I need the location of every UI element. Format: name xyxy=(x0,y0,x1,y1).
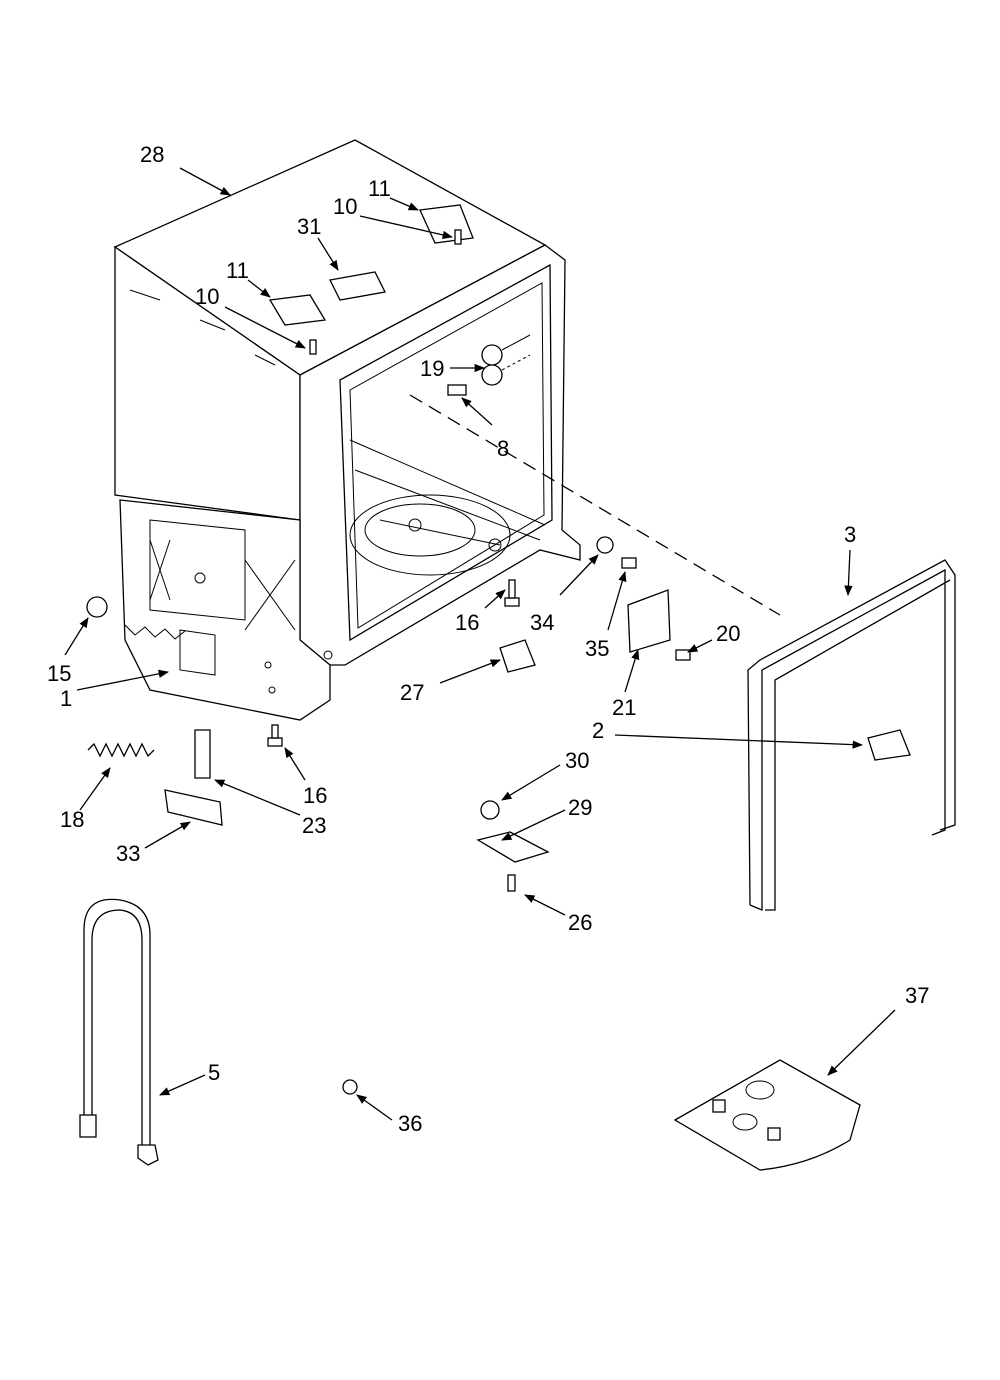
leader-lines xyxy=(64,167,896,1121)
part-label: 5 xyxy=(208,1060,220,1085)
part-label: 16 xyxy=(455,610,479,635)
part-label: 20 xyxy=(716,621,740,646)
parts-bag-icon xyxy=(673,1059,861,1171)
part-label: 2 xyxy=(592,718,604,743)
latch-part-icon xyxy=(867,729,911,761)
part-label: 21 xyxy=(612,695,636,720)
strip-part-icon xyxy=(194,729,211,779)
door-gasket-icon xyxy=(749,568,951,911)
part-label: 29 xyxy=(568,795,592,820)
part-label: 16 xyxy=(303,783,327,808)
clip-part-icon xyxy=(499,639,536,673)
part-label: 10 xyxy=(195,284,219,309)
drain-hose-icon xyxy=(83,898,151,1150)
part-label: 23 xyxy=(302,813,326,838)
part-label: 28 xyxy=(140,142,164,167)
part-label: 18 xyxy=(60,807,84,832)
pad-part-icon xyxy=(164,789,223,826)
switch-bracket-icon xyxy=(476,800,550,892)
part-label: 37 xyxy=(905,983,929,1008)
part-label: 11 xyxy=(226,258,249,283)
part-label: 11 xyxy=(368,176,391,201)
part-label: 36 xyxy=(398,1111,422,1136)
vent-part-icon xyxy=(329,271,386,301)
part-label: 27 xyxy=(400,680,424,705)
part-label: 34 xyxy=(530,610,554,635)
part-label: 33 xyxy=(116,841,140,866)
part-label: 31 xyxy=(297,214,321,239)
part-label: 26 xyxy=(568,910,592,935)
screw-part-icon xyxy=(621,557,637,569)
part-label: 19 xyxy=(420,356,444,381)
part-label: 35 xyxy=(585,636,609,661)
roller-part-icon xyxy=(447,334,531,396)
screw-part-icon xyxy=(309,229,462,355)
dishwasher-tub xyxy=(113,139,581,721)
gear-part-icon xyxy=(596,536,614,554)
part-label: 15 xyxy=(47,661,71,686)
part-label: 3 xyxy=(844,522,856,547)
part-label: 10 xyxy=(333,194,357,219)
part-label: 1 xyxy=(60,686,72,711)
part-label: 30 xyxy=(565,748,589,773)
spring-icon xyxy=(87,742,155,758)
leveling-leg-icon xyxy=(267,579,520,747)
bracket-part-icon xyxy=(627,589,691,661)
part-label: 8 xyxy=(497,436,509,461)
grommet-icon xyxy=(86,596,108,618)
clamp-part-icon xyxy=(342,1079,358,1095)
part-number-labels: 28 11 10 31 11 10 19 8 3 15 1 16 34 35 2… xyxy=(47,142,929,1136)
